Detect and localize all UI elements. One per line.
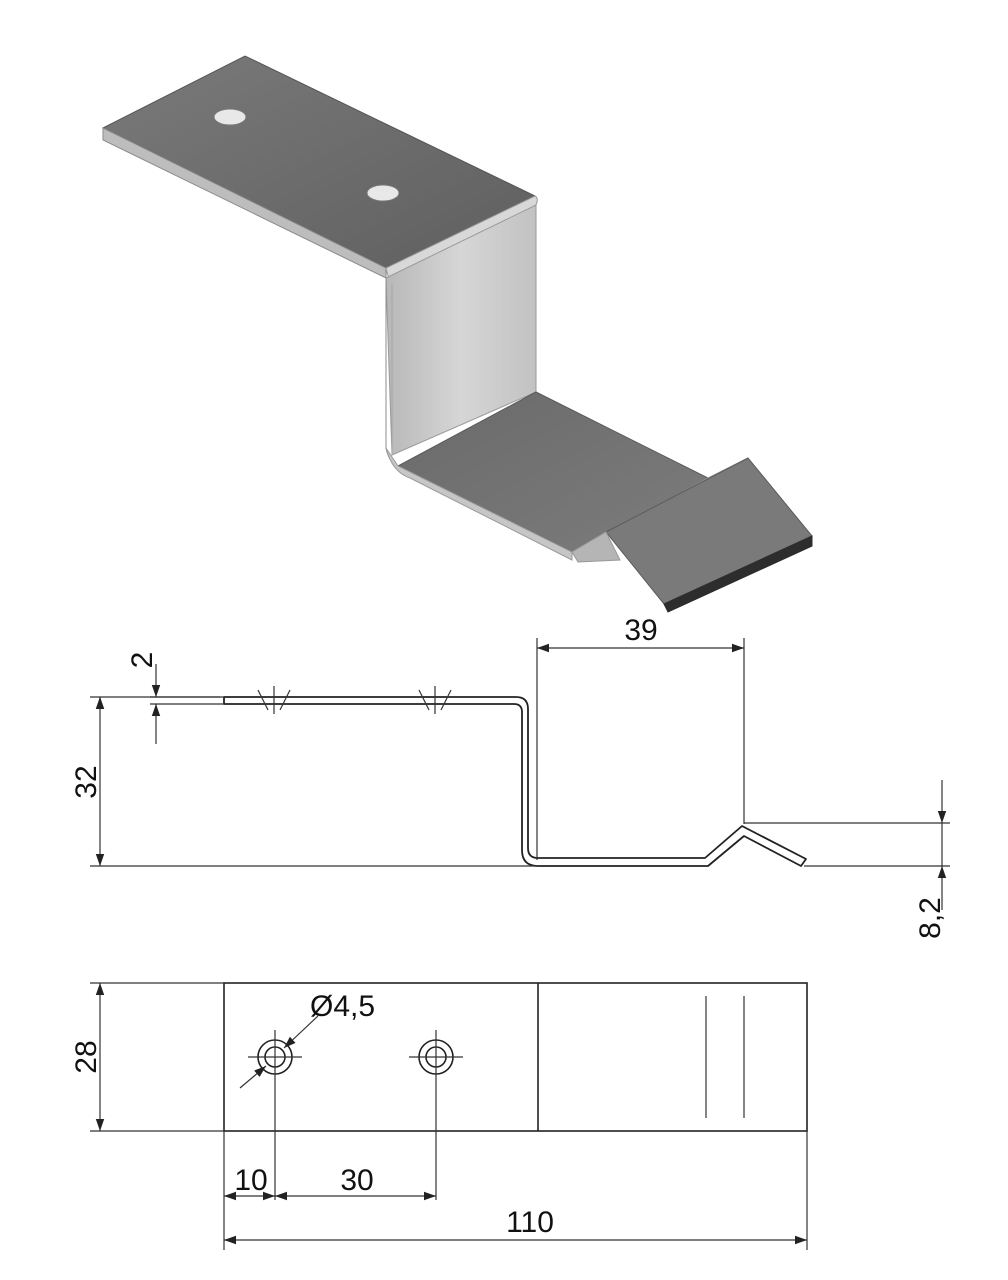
mounting-hole-2 <box>366 184 400 202</box>
top-plan-view: Ø4,5 28 10 30 110 <box>70 982 808 1250</box>
hole-diameter-label: Ø4,5 <box>310 990 375 1023</box>
hole-position-dimensions: 10 30 <box>223 1131 436 1250</box>
plan-outline <box>223 982 808 1132</box>
hole-hidden-lines <box>257 686 452 714</box>
thickness-dimension: 2 <box>126 652 224 744</box>
height-dimension: 32 <box>70 696 540 867</box>
height-label: 32 <box>70 765 103 798</box>
mounting-hole-1 <box>213 108 247 126</box>
plan-hole-2 <box>409 1030 463 1200</box>
tail-offset-label: 8,2 <box>914 897 947 939</box>
vertical-wall <box>385 195 538 471</box>
total-length-dimension: 110 <box>224 1131 808 1250</box>
tail-length-dimension: 39 <box>536 614 745 860</box>
hole-diameter-dimension: Ø4,5 <box>239 990 375 1089</box>
total-length-label: 110 <box>506 1206 554 1239</box>
tail-offset-dimension: 8,2 <box>744 780 950 939</box>
raised-tip <box>571 457 813 613</box>
width-dimension: 28 <box>70 982 224 1132</box>
tail-length-label: 39 <box>624 614 657 647</box>
isometric-view <box>101 55 813 613</box>
lower-plate <box>385 391 710 561</box>
width-label: 28 <box>70 1040 103 1073</box>
upper-plate <box>101 55 537 279</box>
hole-spacing-label: 30 <box>340 1164 373 1197</box>
hole-edge-offset-label: 10 <box>234 1164 267 1197</box>
plan-hole-1 <box>248 1030 302 1200</box>
thickness-label: 2 <box>126 652 159 669</box>
bracket-profile <box>223 696 807 867</box>
side-profile-view: 2 32 39 8,2 <box>70 614 950 939</box>
